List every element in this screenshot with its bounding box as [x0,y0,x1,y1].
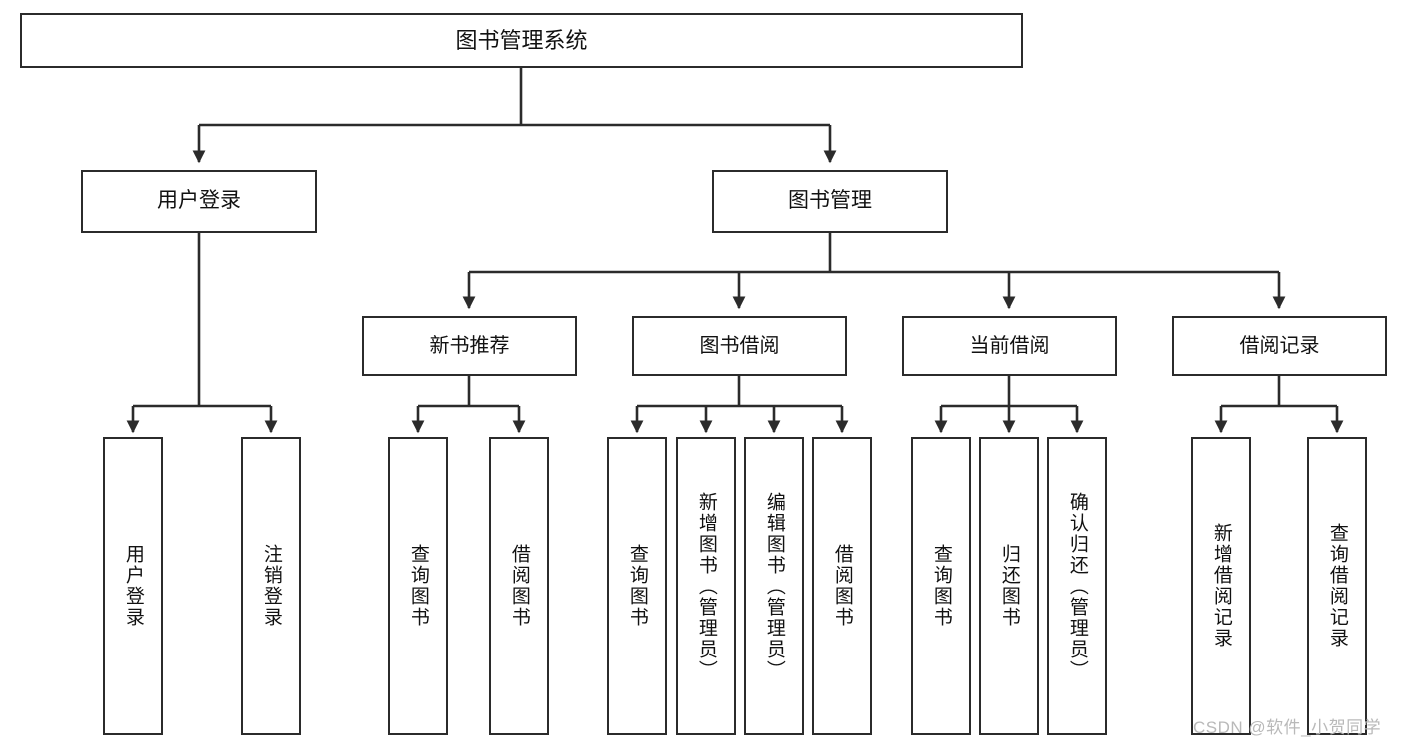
leaf-add-book-admin[interactable]: 新增图书（管理员） [676,437,736,735]
leaf-user-login[interactable]: 用户登录 [103,437,163,735]
leaf-query-books-recommend[interactable]: 查询图书 [388,437,448,735]
node-label: 归还图书 [998,544,1020,628]
node-label: 图书借阅 [699,334,780,357]
node-book-management-system[interactable]: 图书管理系统 [20,13,1023,68]
leaf-return-books[interactable]: 归还图书 [979,437,1039,735]
leaf-borrow-books[interactable]: 借阅图书 [812,437,872,735]
leaf-query-books-current[interactable]: 查询图书 [911,437,971,735]
node-label: 图书管理系统 [455,27,588,53]
leaf-add-borrow-record[interactable]: 新增借阅记录 [1191,437,1251,735]
leaf-edit-book-admin[interactable]: 编辑图书（管理员） [744,437,804,735]
node-label: 借阅图书 [831,544,853,628]
leaf-query-books-borrow[interactable]: 查询图书 [607,437,667,735]
node-label: 新增借阅记录 [1210,523,1232,649]
node-label: 新增图书（管理员） [695,491,717,681]
leaf-borrow-books-recommend[interactable]: 借阅图书 [489,437,549,735]
node-user-login[interactable]: 用户登录 [81,170,317,233]
node-label: 新书推荐 [429,334,510,357]
node-current-borrowing[interactable]: 当前借阅 [902,316,1117,376]
node-label: 查询图书 [407,544,429,628]
node-label: 借阅图书 [508,544,530,628]
node-label: 注销登录 [260,544,282,628]
node-label: 当前借阅 [969,334,1050,357]
node-label: 查询图书 [626,544,648,628]
node-borrowing-records[interactable]: 借阅记录 [1172,316,1387,376]
node-label: 确认归还（管理员） [1066,491,1088,681]
node-label: 用户登录 [157,189,241,213]
node-label: 图书管理 [788,189,872,213]
node-label: 查询借阅记录 [1326,523,1348,649]
leaf-confirm-return-admin[interactable]: 确认归还（管理员） [1047,437,1107,735]
leaf-query-borrow-record[interactable]: 查询借阅记录 [1307,437,1367,735]
node-book-borrowing[interactable]: 图书借阅 [632,316,847,376]
node-new-book-recommendation[interactable]: 新书推荐 [362,316,577,376]
node-book-management[interactable]: 图书管理 [712,170,948,233]
node-label: 借阅记录 [1239,334,1320,357]
node-label: 编辑图书（管理员） [763,491,785,681]
node-label: 查询图书 [930,544,952,628]
node-label: 用户登录 [122,544,144,628]
csdn-watermark: CSDN @软件_小贺同学 [1193,718,1382,737]
leaf-logout[interactable]: 注销登录 [241,437,301,735]
